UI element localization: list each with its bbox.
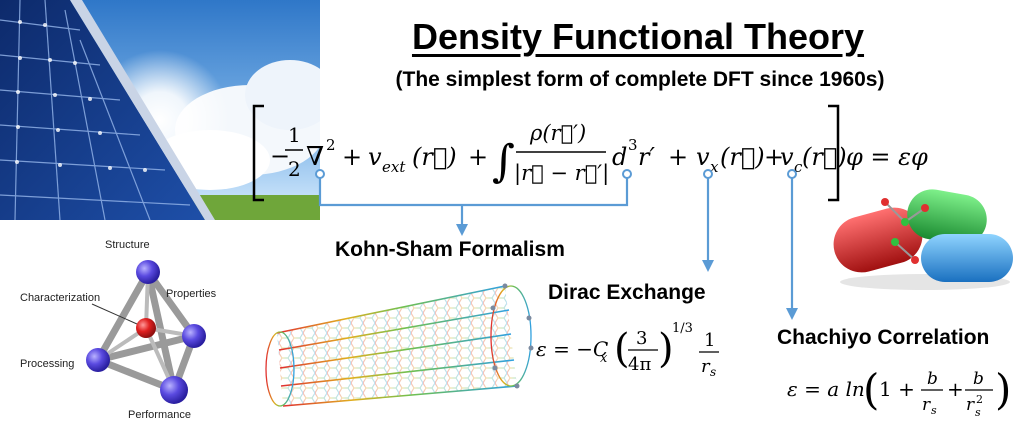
kinetic-term-dot: [315, 169, 325, 179]
page-subtitle: (The simplest form of complete DFT since…: [395, 68, 885, 91]
label-characterization: Characterization: [20, 292, 101, 304]
kohn-sham-equation: − 1 2 ∇ 2 + v ext (r⃗) + ∫ ρ(r⃗′) |r⃗ − …: [252, 104, 928, 202]
eq-vx: v: [696, 143, 710, 171]
dirac-cx-sub: x: [600, 351, 608, 366]
chachiyo-correlation-label: Chachiyo Correlation: [777, 326, 990, 349]
eq-plus-4: +: [764, 143, 784, 171]
eq-plus-1: +: [342, 143, 362, 171]
eq-rprime: r′: [638, 143, 655, 171]
eq-nabla: ∇: [306, 142, 324, 172]
node-structure: [136, 260, 160, 284]
eq-r-2: (r⃗): [720, 143, 765, 171]
node-performance: [160, 376, 188, 404]
chachiyo-formula: ε = a ln ( 1 + b r s + b r 2 s ): [787, 365, 1011, 419]
kohn-sham-bracket-line: [318, 175, 629, 207]
dirac-r: r: [701, 356, 711, 377]
eq-minus: −: [270, 142, 290, 170]
dirac-formula: ε = −C x ( 3 4π ) 1/3 1 r s: [536, 321, 719, 379]
chachiyo-lparen: (: [863, 365, 879, 414]
label-structure: Structure: [105, 239, 150, 251]
eq-r-1: (r⃗): [412, 143, 457, 171]
node-properties: [182, 324, 206, 348]
dirac-s-sub: s: [710, 365, 716, 379]
hartree-term-dot: [622, 169, 632, 179]
chachiyo-b2: b: [973, 369, 984, 389]
eq-rho: ρ(r⃗′): [529, 121, 586, 145]
dirac-lhs: ε = −C: [536, 337, 608, 361]
right-bracket: [828, 104, 840, 202]
eq-half-num: 1: [288, 123, 301, 147]
eq-plus-2: +: [468, 143, 488, 171]
left-bracket: [252, 104, 264, 202]
node-characterization: [136, 318, 156, 338]
dirac-exponent: 1/3: [672, 321, 693, 336]
eq-c-sub: c: [794, 158, 803, 176]
chachiyo-lhs: ε = a ln: [787, 377, 865, 401]
eq-rhs: φ = εφ: [846, 143, 928, 171]
edge-structure-processing: [94, 268, 152, 364]
label-processing: Processing: [20, 358, 75, 370]
chachiyo-s1: s: [931, 404, 937, 417]
eq-plus-3: +: [668, 143, 688, 171]
edge-processing-properties: [94, 332, 198, 364]
chachiyo-plus: +: [947, 377, 964, 401]
eq-integral: ∫: [492, 136, 515, 187]
eq-d-cube: 3: [628, 136, 638, 154]
eq-nabla-sq: 2: [326, 136, 336, 154]
label-properties: Properties: [166, 288, 217, 300]
correlation-term-dot: [787, 169, 797, 179]
dirac-exchange-label: Dirac Exchange: [548, 281, 706, 304]
eq-half-den: 2: [288, 157, 301, 181]
dirac-lparen: (: [614, 326, 630, 372]
eq-d: d: [612, 143, 627, 171]
label-performance: Performance: [128, 409, 191, 421]
node-processing: [86, 348, 110, 372]
solar-panel-image: [0, 0, 320, 220]
eq-x-sub: x: [710, 158, 719, 176]
eq-ext-sub: ext: [382, 158, 406, 176]
chachiyo-r2: r: [966, 395, 975, 415]
chachiyo-one-plus: 1 +: [879, 377, 915, 401]
chachiyo-r1: r: [922, 395, 931, 415]
edge-structure-properties: [144, 268, 198, 340]
dirac-one: 1: [704, 330, 715, 351]
eq-denominator: |r⃗ − r⃗′|: [514, 161, 609, 186]
carbon-nanotube-image: [265, 283, 534, 407]
chachiyo-s2: s: [975, 406, 981, 419]
dirac-rparen: ): [658, 326, 674, 372]
dirac-frac-num: 3: [636, 328, 647, 349]
page-title: Density Functional Theory: [411, 16, 865, 57]
chachiyo-rparen: ): [995, 365, 1011, 414]
eq-vext: v: [368, 143, 382, 171]
kohn-sham-label: Kohn-Sham Formalism: [335, 238, 565, 261]
eq-vc: v: [780, 143, 794, 171]
materials-tetrahedron: [86, 260, 206, 404]
chachiyo-b1: b: [927, 369, 938, 389]
exchange-term-dot: [703, 169, 713, 179]
dirac-frac-den: 4π: [628, 354, 651, 375]
capsules-image: [833, 189, 1013, 290]
chachiyo-sq: 2: [976, 393, 983, 406]
